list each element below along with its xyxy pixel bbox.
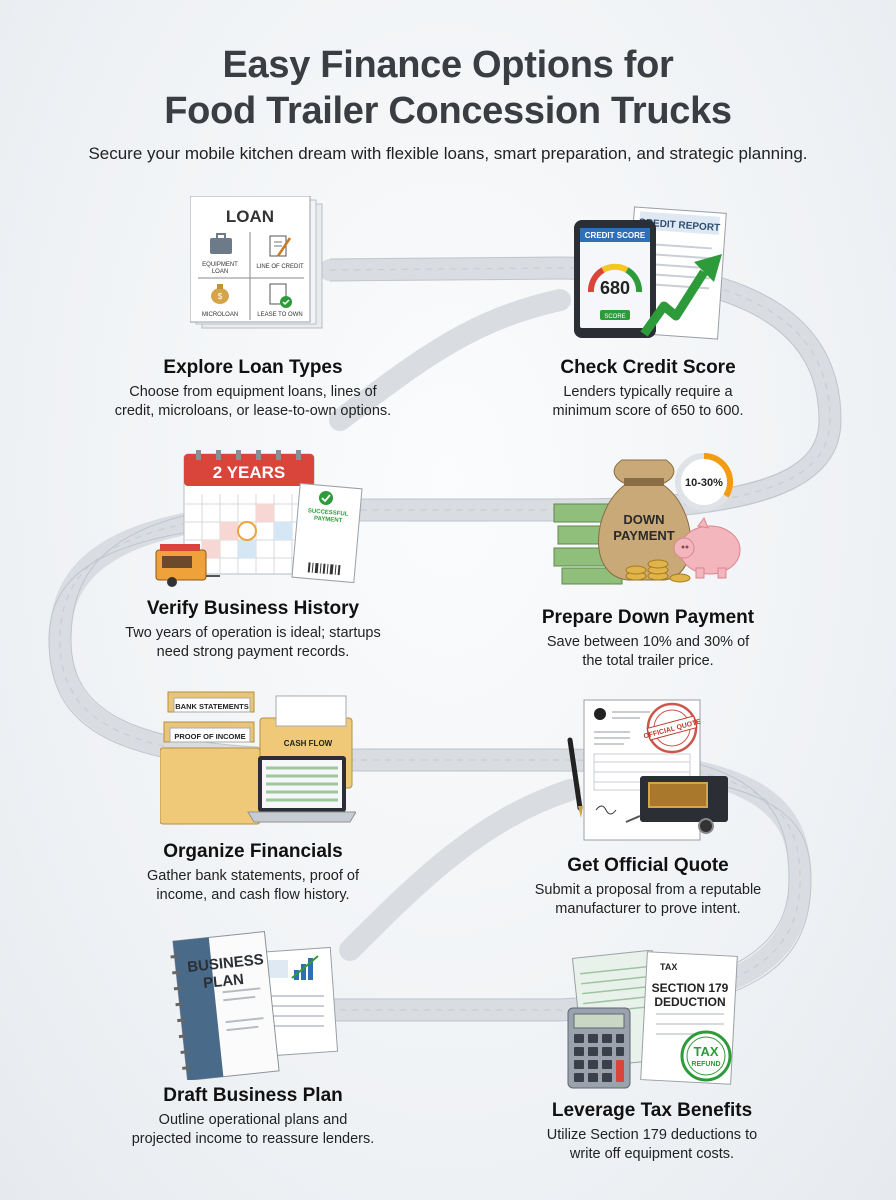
loan-cell-lease-to-own: LEASE TO OWN — [257, 312, 302, 318]
tax-seal-line2: REFUND — [691, 1061, 720, 1068]
step-desc-draft-business-plan: Outline operational plans and projected … — [83, 1111, 423, 1149]
pen-icon — [567, 737, 583, 818]
desc-line: Lenders typically require a — [563, 384, 733, 400]
receipt-icon — [291, 482, 363, 584]
business-history-illustration: 2 YEARS SUCCESSFUL PAYMENT — [155, 450, 363, 587]
official-quote-illustration: OFFICIAL QUOTE — [567, 699, 728, 841]
step-title-explore-loan-types: Explore Loan Types — [163, 357, 343, 378]
tax-seal-icon — [680, 1030, 732, 1082]
arrow-up-icon — [640, 254, 722, 337]
step-title-verify-business-history: Verify Business History — [146, 598, 360, 619]
gauge-icon — [587, 263, 643, 293]
desc-line: the total trailer price. — [582, 653, 714, 669]
desc-line: Two years of operation is ideal; startup… — [125, 625, 381, 641]
loan-cell-line-of-credit: LINE OF CREDIT — [256, 264, 304, 270]
step-desc-verify-business-history: Two years of operation is ideal; startup… — [83, 624, 423, 662]
desc-line: write off equipment costs. — [569, 1146, 735, 1162]
credit-score-illustration: CREDIT REPORT CREDIT SCORE 680 SCORE — [574, 206, 727, 340]
step-desc-organize-financials: Gather bank statements, proof of income,… — [83, 867, 423, 905]
plan-cover-line2: PLAN — [202, 971, 244, 992]
tax-form-label: TAX — [660, 962, 677, 972]
step-title-prepare-down-payment: Prepare Down Payment — [541, 607, 755, 628]
step-desc-leverage-tax-benefits: Utilize Section 179 deductions to write … — [482, 1126, 822, 1164]
bag-label-line1: DOWN — [623, 512, 664, 527]
loan-heading: LOAN — [226, 207, 274, 226]
calculator-icon — [567, 1007, 631, 1089]
check-document-icon — [269, 283, 292, 308]
folder-cash-flow: CASH FLOW — [284, 739, 333, 748]
title-line-2: Food Trailer Concession Trucks — [164, 90, 732, 132]
receipt-label-line2: PAYMENT — [314, 516, 343, 524]
desc-line: manufacturer to prove intent. — [555, 901, 741, 917]
tablet-icon: CREDIT SCORE — [574, 220, 656, 338]
step-title-leverage-tax-benefits: Leverage Tax Benefits — [551, 1100, 753, 1121]
loan-cell-equipment: EQUIPMENT — [202, 262, 238, 268]
desc-line: need strong payment records. — [156, 644, 350, 660]
step-desc-check-credit-score: Lenders typically require a minimum scor… — [478, 383, 818, 421]
desc-line: Choose from equipment loans, lines of — [129, 384, 377, 400]
coins-icon — [625, 559, 691, 583]
step-title-draft-business-plan: Draft Business Plan — [163, 1085, 343, 1106]
desc-line: projected income to reassure lenders. — [131, 1131, 375, 1147]
desc-line: credit, microloans, or lease-to-own opti… — [114, 403, 392, 419]
loan-cell-equipment-line2: LOAN — [212, 269, 228, 275]
down-payment-ring-label: 10-30% — [685, 477, 723, 489]
food-trailer-icon — [155, 544, 220, 587]
credit-score-value: 680 — [600, 278, 630, 298]
desc-line: Utilize Section 179 deductions to — [546, 1127, 758, 1143]
financials-illustration: BANK STATEMENTS PROOF OF INCOME CASH FLO… — [160, 691, 356, 825]
section-179-line1: SECTION 179 — [652, 981, 729, 995]
pen-document-icon — [269, 235, 292, 257]
money-bag-icon — [598, 459, 692, 581]
page-subtitle: Secure your mobile kitchen dream with fl… — [88, 144, 808, 163]
step-desc-explore-loan-types: Choose from equipment loans, lines of cr… — [83, 383, 423, 421]
food-trailer-icon — [625, 776, 728, 834]
loan-cell-microloan: MICROLOAN — [202, 312, 238, 318]
loan-document-illustration: LOAN EQUIPMENT LOAN LINE OF CREDIT $ MIC… — [190, 196, 323, 329]
stamp-icon — [646, 702, 698, 754]
page-title: Easy Finance Options for Food Trailer Co… — [0, 42, 896, 134]
calendar-icon — [183, 450, 315, 575]
score-button-label: SCORE — [604, 314, 625, 320]
desc-line: Gather bank statements, proof of — [147, 868, 359, 884]
desc-line: Outline operational plans and — [158, 1112, 348, 1128]
folder-bank-statements: BANK STATEMENTS — [175, 702, 248, 711]
section-179-line2: DEDUCTION — [654, 995, 725, 1009]
credit-score-screen-label: CREDIT SCORE — [585, 231, 646, 240]
step-desc-get-official-quote: Submit a proposal from a reputable manuf… — [478, 881, 818, 919]
briefcase-icon — [210, 233, 232, 254]
desc-line: income, and cash flow history. — [156, 887, 350, 903]
step-title-check-credit-score: Check Credit Score — [560, 357, 736, 378]
step-desc-prepare-down-payment: Save between 10% and 30% of the total tr… — [478, 633, 818, 671]
piggy-bank-icon — [673, 516, 741, 579]
tax-benefits-illustration: TAX SECTION 179 DEDUCTION TAX REFUND — [567, 950, 738, 1089]
progress-ring — [675, 452, 734, 511]
desc-line: minimum score of 650 to 600. — [552, 403, 744, 419]
score-button — [600, 310, 630, 320]
step-title-get-official-quote: Get Official Quote — [567, 855, 729, 876]
business-plan-illustration: BUSINESS PLAN — [170, 931, 339, 1080]
svg-text:$: $ — [218, 292, 223, 301]
step-title-organize-financials: Organize Financials — [163, 841, 343, 862]
desc-line: Submit a proposal from a reputable — [534, 882, 762, 898]
laptop-icon — [247, 756, 356, 823]
notebook-icon — [170, 931, 280, 1080]
down-payment-illustration: DOWN PAYMENT 10-30% — [553, 452, 741, 585]
receipt-label: SUCCESSFUL — [308, 508, 349, 518]
title-line-1: Easy Finance Options for — [222, 44, 674, 86]
money-bag-icon: $ — [211, 284, 229, 304]
folder-proof-of-income: PROOF OF INCOME — [174, 732, 245, 741]
bag-label-line2: PAYMENT — [613, 528, 674, 543]
calendar-label: 2 YEARS — [213, 463, 285, 482]
desc-line: Save between 10% and 30% of — [546, 634, 750, 650]
tax-seal-line1: TAX — [693, 1044, 718, 1059]
